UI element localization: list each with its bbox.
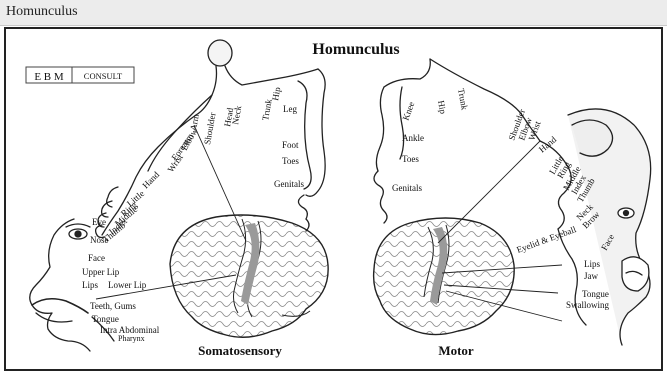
label-leg: Leg [283, 104, 297, 114]
label-knee: Knee [400, 100, 416, 121]
ebm-consult-logo: E B M CONSULT [26, 67, 134, 83]
caption-somatosensory: Somatosensory [198, 343, 282, 358]
caption-motor: Motor [438, 343, 474, 358]
left-brain-illustration [170, 215, 328, 337]
right-brain-illustration [374, 218, 515, 335]
label-trunk: Trunk [260, 98, 274, 122]
label-hip: Hip [270, 86, 282, 102]
label-toes: Toes [402, 154, 419, 164]
label-lips: Lips [584, 259, 600, 269]
label-lower-lip: Lower Lip [108, 280, 147, 290]
figure-title: Homunculus [312, 41, 399, 58]
label-face: Face [88, 253, 105, 263]
window-title: Homunculus [6, 4, 78, 20]
svg-text:E B M: E B M [34, 71, 64, 83]
label-nose: Nose [90, 235, 109, 245]
label-eye: Eye [92, 217, 106, 227]
homunculus-diagram: Homunculus E B M CONSULT [6, 29, 661, 369]
label-upper-lip: Upper Lip [82, 267, 120, 277]
label-genitals: Genitals [392, 183, 422, 193]
label-trunk: Trunk [456, 88, 470, 112]
label-tongue: Tongue [92, 314, 119, 324]
label-tongue: Tongue [582, 289, 609, 299]
label-jaw: Jaw [584, 271, 598, 281]
label-ankle: Ankle [402, 133, 424, 143]
label-shoulder: Shoulder [202, 112, 217, 146]
label-foot: Foot [282, 140, 299, 150]
svg-text:CONSULT: CONSULT [84, 71, 123, 81]
label-swallowing: Swallowing [566, 300, 610, 310]
label-teeth-gums: Teeth, Gums [90, 301, 136, 311]
label-lips: Lips [82, 280, 98, 290]
label-genitals: Genitals [274, 179, 304, 189]
window-titlebar: Homunculus [0, 0, 667, 26]
label-toes: Toes [282, 156, 299, 166]
label-eyelid-eyeball: Eyelid & Eyeball [515, 224, 578, 255]
figure-frame: Homunculus E B M CONSULT [4, 27, 663, 371]
label-pharynx: Pharynx [118, 334, 145, 343]
label-hip: Hip [436, 100, 448, 116]
label-hand: Hand [140, 169, 161, 190]
